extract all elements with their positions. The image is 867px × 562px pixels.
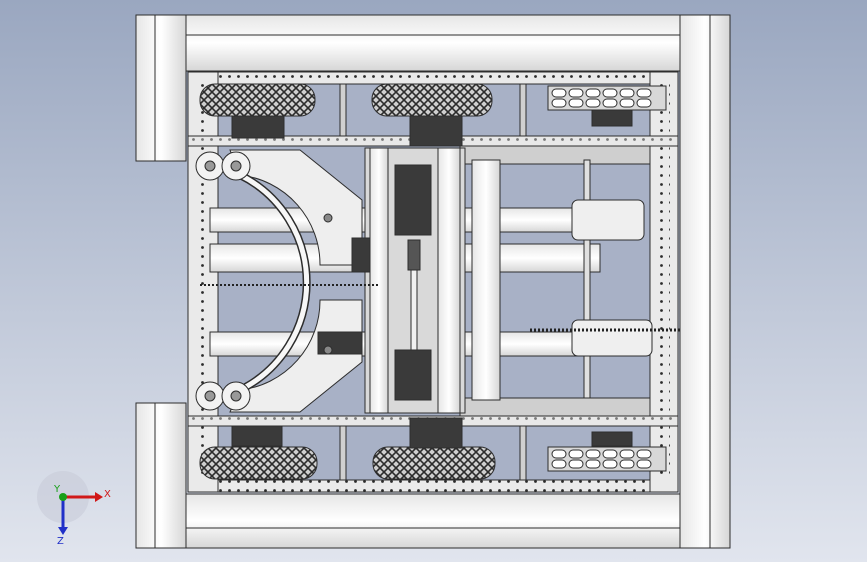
gearbox-bottom-right xyxy=(591,431,633,447)
post xyxy=(519,83,527,137)
right-bumper xyxy=(679,14,731,549)
intake-arm xyxy=(229,149,363,413)
gearbox-top-left xyxy=(231,115,285,139)
y-axis-label: Y xyxy=(53,484,61,495)
z-axis-label: Z xyxy=(57,536,64,547)
wheel-bottom-left xyxy=(199,446,318,480)
gearbox-bottom-middle xyxy=(409,417,463,449)
lift-shaft xyxy=(410,269,418,351)
carriage-bottom xyxy=(459,397,651,417)
wheel-top-left xyxy=(199,83,316,117)
lift-motor xyxy=(394,349,432,401)
omni-wheel-bottom-right xyxy=(547,446,667,472)
pivot-block xyxy=(571,319,653,357)
pulley-bottom xyxy=(195,381,251,411)
lift-upright-left xyxy=(369,147,389,414)
left-bumper-lower xyxy=(135,402,187,549)
carriage-post xyxy=(471,159,501,401)
robot-chassis-model[interactable] xyxy=(135,14,731,549)
coordinate-triad: X Y Z xyxy=(37,471,111,547)
left-bumper-upper xyxy=(135,14,187,162)
post xyxy=(519,425,527,481)
x-axis-label: X xyxy=(104,489,111,500)
bolt xyxy=(323,213,333,223)
wheel-bottom-middle xyxy=(372,446,496,480)
gearbox-bottom-left xyxy=(231,425,283,447)
z-axis-arrowhead xyxy=(58,527,68,535)
lift-upright-right xyxy=(437,147,461,414)
gearbox-top-middle xyxy=(409,115,463,147)
x-axis-arrowhead xyxy=(95,492,103,502)
wheel-top-middle xyxy=(371,83,493,117)
pivot-block xyxy=(571,199,645,241)
shaft xyxy=(583,159,591,399)
top-bumper xyxy=(135,14,731,72)
post xyxy=(339,425,347,481)
post xyxy=(339,83,347,137)
lift-motor xyxy=(394,164,432,236)
omni-wheel-top-right xyxy=(547,85,667,111)
pulley-top xyxy=(195,151,251,181)
y-axis-dot xyxy=(59,493,67,501)
bolt xyxy=(323,345,333,355)
bottom-bumper xyxy=(135,493,731,549)
gearbox-top-right xyxy=(591,109,633,127)
lift-gear xyxy=(407,239,421,271)
intake-roller xyxy=(351,237,371,273)
